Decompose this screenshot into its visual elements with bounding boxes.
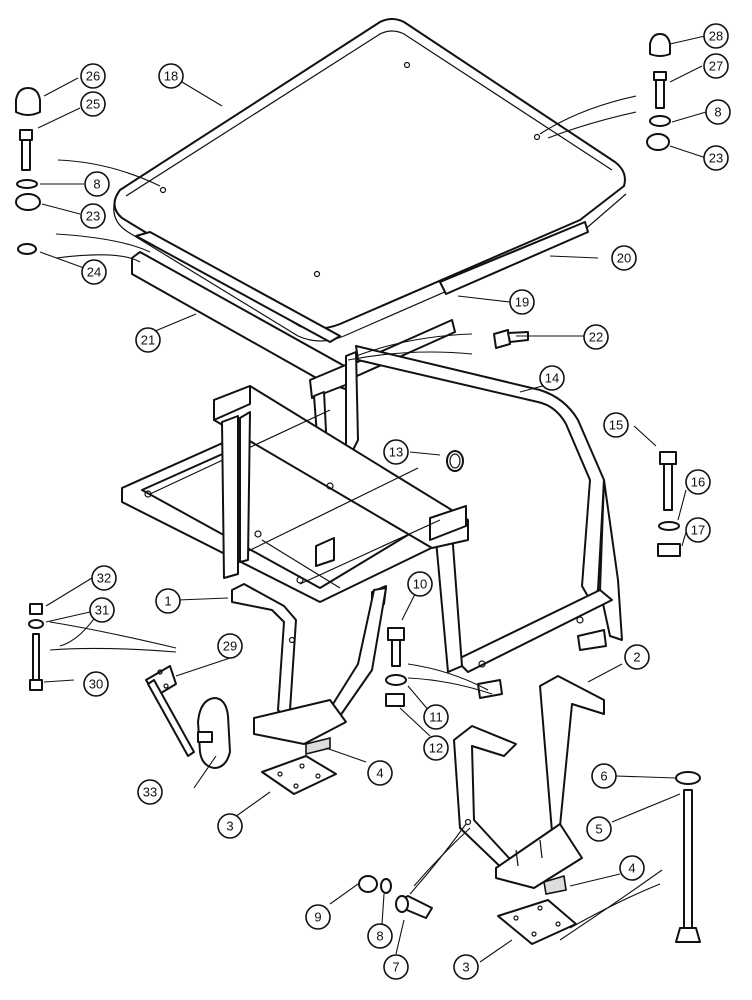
callout-label: 3 (462, 960, 469, 975)
callout-3: 3 (453, 954, 479, 980)
callout-label: 21 (141, 333, 155, 348)
callout-33: 33 (137, 779, 163, 805)
callout-12: 12 (423, 735, 449, 761)
callout-label: 20 (617, 251, 631, 266)
callout-8: 8 (84, 171, 110, 197)
callout-9: 9 (305, 904, 331, 930)
callout-1: 1 (155, 588, 181, 614)
callout-23: 23 (80, 203, 106, 229)
hardware-center (385, 627, 407, 707)
callout-22: 22 (583, 324, 609, 350)
mirror-bracket (145, 665, 195, 757)
callout-23: 23 (703, 145, 729, 171)
callout-label: 15 (609, 418, 623, 433)
callout-label: 7 (392, 960, 399, 975)
callout-17: 17 (685, 517, 711, 543)
callout-label: 8 (376, 929, 383, 944)
callout-label: 28 (709, 29, 723, 44)
callout-label: 23 (86, 209, 100, 224)
callout-10: 10 (407, 571, 433, 597)
callout-label: 14 (545, 371, 559, 386)
rear-right-leg (453, 675, 605, 895)
callout-label: 18 (164, 69, 178, 84)
hardware-left-lower (28, 603, 44, 691)
callout-label: 6 (600, 769, 607, 784)
callout-7: 7 (383, 954, 409, 980)
hardware-top-left (15, 87, 41, 255)
callout-label: 22 (589, 330, 603, 345)
callout-20: 20 (611, 245, 637, 271)
callout-label: 4 (376, 766, 383, 781)
mounting-plate-left (261, 755, 337, 795)
callout-label: 16 (691, 475, 705, 490)
callout-label: 1 (164, 594, 171, 609)
callout-2: 2 (624, 644, 650, 670)
front-left-leg (231, 583, 387, 756)
callout-28: 28 (703, 23, 729, 49)
hardware-top-right (646, 33, 671, 151)
callout-13: 13 (383, 439, 409, 465)
callout-label: 11 (429, 710, 443, 725)
callout-4: 4 (367, 760, 393, 786)
callout-26: 26 (80, 63, 106, 89)
callout-25: 25 (80, 91, 106, 117)
callout-label: 13 (389, 445, 403, 460)
callout-label: 10 (413, 577, 427, 592)
callout-label: 12 (429, 741, 443, 756)
clip-13 (446, 450, 464, 472)
callout-label: 24 (87, 265, 101, 280)
callout-32: 32 (91, 565, 117, 591)
callout-21: 21 (135, 327, 161, 353)
canopy-roof (113, 18, 627, 342)
callout-label: 9 (314, 910, 321, 925)
callout-label: 2 (633, 650, 640, 665)
callout-11: 11 (423, 704, 449, 730)
callout-label: 26 (86, 69, 100, 84)
callout-8: 8 (705, 99, 731, 125)
callout-29: 29 (217, 633, 243, 659)
callout-31: 31 (89, 597, 115, 623)
callout-label: 29 (223, 639, 237, 654)
mounting-plate-right (497, 899, 577, 945)
bolt-22 (493, 329, 529, 349)
mirror (197, 697, 231, 769)
callout-label: 5 (595, 822, 602, 837)
callout-19: 19 (509, 289, 535, 315)
callout-label: 23 (709, 151, 723, 166)
callout-15: 15 (603, 412, 629, 438)
callout-label: 25 (86, 97, 100, 112)
callout-label: 27 (709, 59, 723, 74)
hardware-right-mid (657, 451, 681, 557)
callout-8: 8 (367, 923, 393, 949)
callout-label: 3 (226, 819, 233, 834)
callout-4: 4 (619, 855, 645, 881)
callout-3: 3 (217, 813, 243, 839)
callout-5: 5 (586, 816, 612, 842)
callout-18: 18 (158, 63, 184, 89)
callout-label: 4 (628, 861, 635, 876)
callout-24: 24 (81, 259, 107, 285)
callout-label: 33 (143, 785, 157, 800)
cab-frame (121, 345, 623, 699)
callout-label: 31 (95, 603, 109, 618)
roof-support-strips (131, 221, 589, 391)
callout-27: 27 (703, 53, 729, 79)
callout-16: 16 (685, 469, 711, 495)
leader-lines-extra (45, 577, 93, 623)
callouts: 1 2 3 3 4 4 5 6 7 8 8 8 9 10 11 12 13 14… (80, 23, 731, 980)
callout-14: 14 (539, 365, 565, 391)
callout-label: 19 (515, 295, 529, 310)
callout-label: 32 (97, 571, 111, 586)
callout-label: 30 (89, 677, 103, 692)
callout-label: 8 (93, 177, 100, 192)
hardware-bottom (358, 771, 701, 943)
callout-6: 6 (591, 763, 617, 789)
callout-30: 30 (83, 671, 109, 697)
callout-label: 8 (714, 105, 721, 120)
callout-label: 17 (691, 523, 705, 538)
